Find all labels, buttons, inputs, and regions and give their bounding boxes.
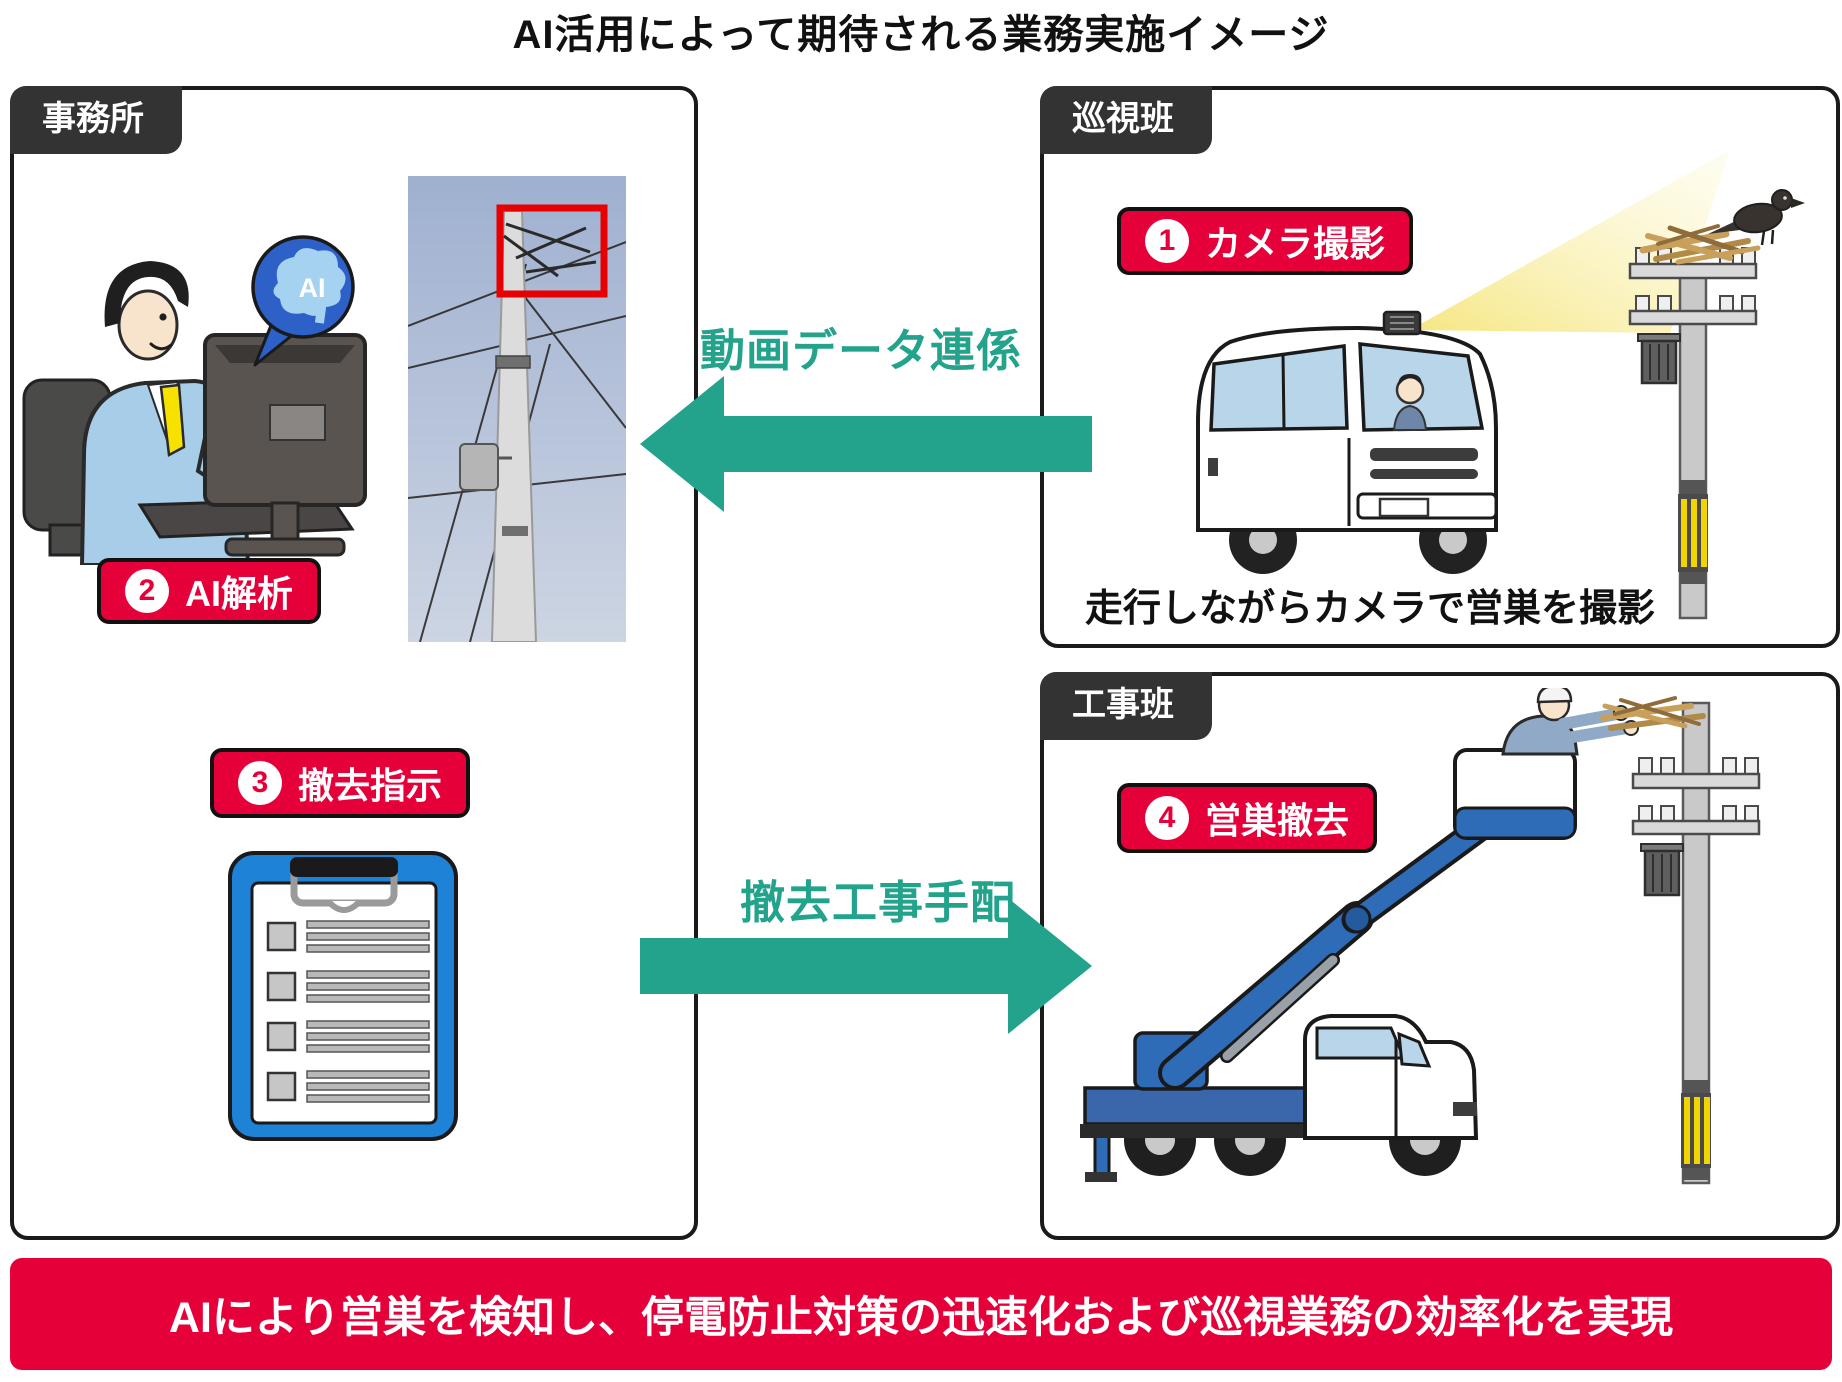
- office-worker-illustration: AI: [22, 235, 367, 565]
- step-number: 2: [125, 569, 169, 613]
- construction-panel-tab: 工事班: [1040, 672, 1212, 740]
- step-camera-label: 1 カメラ撮影: [1117, 207, 1414, 275]
- bird-nest-icon: [1639, 224, 1761, 265]
- step-ai-label: 2 AI解析: [97, 558, 322, 624]
- step-number: 1: [1145, 219, 1189, 263]
- removed-nest-icon: [1600, 696, 1706, 731]
- video-data-arrow-label: 動画データ連係: [700, 325, 1023, 376]
- brain-icon: [273, 248, 346, 316]
- transformer-icon: [459, 443, 499, 491]
- page-title: AI活用によって期待される業務実施イメージ: [512, 13, 1330, 57]
- patrol-caption: 走行しながらカメラで営巣を撮影: [1085, 588, 1656, 630]
- work-order-arrow: [640, 898, 1092, 1034]
- office-panel-tab: 事務所: [10, 86, 182, 154]
- work-order-arrow-label: 撤去工事手配: [740, 877, 1017, 928]
- driver-icon: [1392, 374, 1428, 431]
- helmet-icon: [1536, 688, 1573, 704]
- step-number: 3: [238, 761, 282, 805]
- roof-camera-icon: [1382, 310, 1422, 336]
- ai-speech-bubble: AI: [251, 235, 355, 367]
- utility-pole-icon: [1628, 247, 1758, 620]
- worker-in-bucket-icon: [1453, 688, 1706, 840]
- patrol-illustration: [1196, 150, 1805, 620]
- bucket-truck-icon: [1080, 792, 1524, 1182]
- summary-banner-text: AIにより営巣を検知し、停電防止対策の迅速化および巡視業務の効率化を実現: [168, 1294, 1674, 1342]
- patrol-van-icon: [1196, 310, 1498, 574]
- patrol-panel-tab: 巡視班: [1040, 86, 1212, 154]
- ai-bubble-text: AI: [299, 273, 326, 303]
- detection-box: [496, 204, 608, 298]
- pole-hardware-icon: [503, 222, 597, 278]
- video-data-arrow: [640, 376, 1092, 512]
- camera-beam-icon: [1410, 150, 1730, 333]
- step-number: 4: [1145, 796, 1189, 840]
- clipboard-icon: [228, 851, 458, 1141]
- step-removal-label: 4 営巣撤去: [1117, 783, 1378, 853]
- summary-banner: AIにより営巣を検知し、停電防止対策の迅速化および巡視業務の効率化を実現: [10, 1258, 1832, 1370]
- checklist-rows-icon: [266, 920, 430, 1103]
- utility-pole-icon: [1631, 701, 1761, 1185]
- construction-illustration: [1080, 688, 1761, 1185]
- step-order-label: 3 撤去指示: [210, 748, 471, 818]
- pole-photo: [408, 176, 626, 642]
- monitor-icon: [203, 333, 367, 557]
- bird-icon: [1708, 189, 1805, 246]
